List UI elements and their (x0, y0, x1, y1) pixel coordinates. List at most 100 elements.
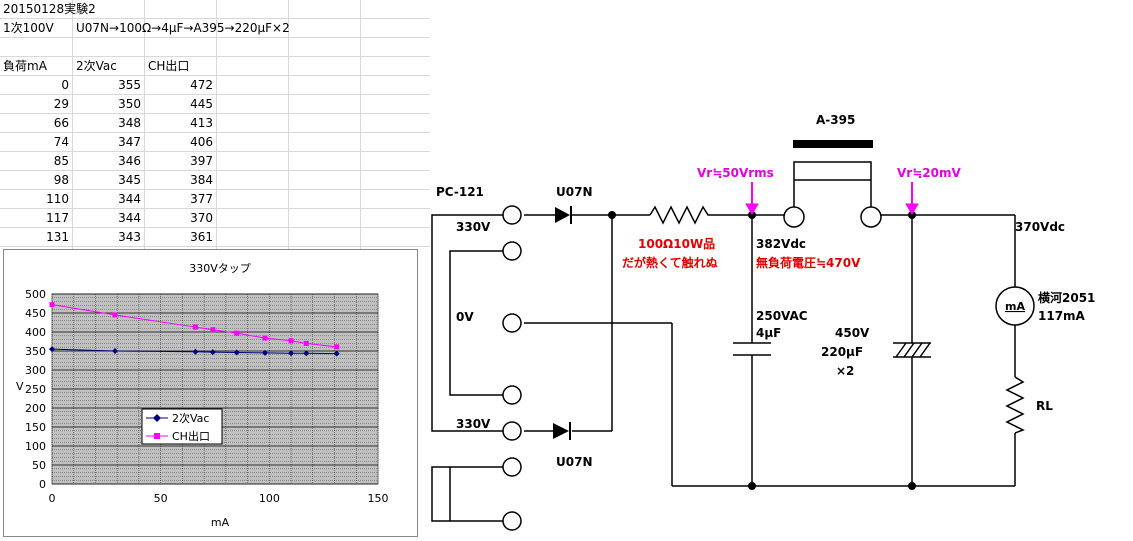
cell-r1-c0[interactable]: 29 (53, 97, 69, 111)
cell-r0-c1[interactable]: 355 (118, 78, 141, 92)
legend-entry-ch-output: CH出口 (172, 429, 210, 443)
y-tick-label: 300 (25, 364, 46, 377)
terminal-4[interactable] (502, 385, 522, 405)
meter-model: 横河2051 (1038, 290, 1095, 305)
series-0-point-7 (303, 350, 310, 357)
choke-terminal-out[interactable] (860, 206, 882, 228)
cell-r8-c1[interactable]: 343 (118, 230, 141, 244)
spreadsheet: 20150128実験2 1次100V U07N→100Ω→4μF→A395→22… (0, 0, 430, 541)
x-tick-label: 150 (368, 492, 389, 505)
terminal-primary-1[interactable] (502, 457, 522, 477)
cell-r6-c2[interactable]: 377 (190, 192, 213, 206)
cell-r8-c2[interactable]: 361 (190, 230, 213, 244)
y-tick-label: 0 (39, 478, 46, 491)
series-0-point-3 (209, 349, 216, 356)
cell-r2-c0[interactable]: 66 (53, 116, 69, 130)
y-axis-label: V (16, 380, 24, 393)
header-ch-output[interactable]: CH出口 (148, 59, 190, 73)
cell-r5-c2[interactable]: 384 (190, 173, 213, 187)
cell-r5-c0[interactable]: 98 (53, 173, 69, 187)
cell-r7-c0[interactable]: 117 (46, 211, 69, 225)
header-load-ma[interactable]: 負荷mA (3, 59, 47, 73)
series-1-point-3 (210, 327, 216, 333)
junction-dots (608, 211, 916, 490)
tap-330v-bottom-label: 330V (456, 417, 491, 431)
sheet-gridlines (0, 0, 430, 249)
header-secondary-vac[interactable]: 2次Vac (76, 59, 117, 73)
sheet-primary-voltage[interactable]: 1次100V (3, 21, 54, 35)
no-load-voltage: 無負荷電圧≒470V (756, 255, 861, 270)
resistor-100-ohm (649, 205, 712, 225)
y-tick-label: 150 (25, 421, 46, 434)
cell-r8-c0[interactable]: 131 (46, 230, 69, 244)
cell-r6-c1[interactable]: 344 (118, 192, 141, 206)
cell-r2-c2[interactable]: 413 (190, 116, 213, 130)
legend-marker-diamond (153, 414, 161, 422)
sheet-circuit-description[interactable]: U07N→100Ω→4μF→A395→220μF×2 (76, 21, 290, 35)
resistor-note-1: 100Ω10W品 (638, 237, 715, 251)
transformer-label: PC-121 (436, 185, 484, 199)
terminal-primary-2[interactable] (502, 511, 522, 531)
tap-0v-label: 0V (456, 310, 474, 324)
series-0-point-0 (49, 346, 55, 353)
cell-r3-c0[interactable]: 74 (53, 135, 69, 149)
series-1-point-8 (334, 344, 340, 350)
milliammeter-symbol: mA (1005, 300, 1025, 313)
cell-r2-c1[interactable]: 348 (118, 116, 141, 130)
diode-bottom-label: U07N (556, 455, 593, 469)
legend-entry-secondary: 2次Vac (172, 411, 209, 425)
cell-r5-c1[interactable]: 345 (118, 173, 141, 187)
series-1-point-6 (288, 338, 294, 344)
x-tick-label: 50 (154, 492, 168, 505)
probe-arrows (745, 182, 919, 215)
sheet-title[interactable]: 20150128実験2 (3, 2, 96, 16)
terminal-2[interactable] (502, 241, 522, 261)
y-tick-label: 450 (25, 307, 46, 320)
y-tick-label: 250 (25, 383, 46, 396)
cell-r7-c2[interactable]: 370 (190, 211, 213, 225)
choke-label: A-395 (816, 113, 855, 127)
series-1-point-7 (303, 340, 309, 346)
choke-terminal-in[interactable] (783, 206, 805, 228)
cell-r0-c2[interactable]: 472 (190, 78, 213, 92)
diode-top-label: U07N (556, 185, 593, 199)
y-tick-label: 50 (32, 459, 46, 472)
series-0-point-1 (112, 348, 119, 354)
diode-top (555, 206, 572, 224)
voltage-370: 370Vdc (1015, 220, 1065, 234)
cell-r6-c0[interactable]: 110 (46, 192, 69, 206)
series-1-point-4 (234, 330, 240, 336)
cell-r0-c0[interactable]: 0 (61, 78, 69, 92)
milliammeter (995, 286, 1035, 326)
series-0-point-5 (261, 349, 268, 356)
series-1-point-0 (49, 302, 55, 308)
terminal-330v-bottom[interactable] (502, 421, 522, 441)
transformer-primary-winding (431, 466, 512, 522)
cap1-voltage: 250VAC (756, 309, 808, 323)
chart-legend[interactable]: 2次Vac CH出口 (141, 408, 223, 445)
chart-title: 330Vタップ (189, 262, 251, 275)
meter-reading: 117mA (1038, 309, 1086, 323)
cell-r1-c2[interactable]: 445 (190, 97, 213, 111)
chart-series (49, 302, 340, 357)
choke-core (793, 140, 873, 148)
cell-r3-c1[interactable]: 347 (118, 135, 141, 149)
choke-winding (793, 161, 872, 208)
x-tick-label: 100 (259, 492, 280, 505)
cell-r4-c1[interactable]: 346 (118, 154, 141, 168)
series-0-point-8 (333, 350, 340, 357)
ripple-voltage-1: Vr≒50Vrms (697, 166, 774, 180)
voltage-382: 382Vdc (756, 237, 806, 251)
terminal-0v[interactable] (502, 313, 522, 333)
capacitor-220uf (893, 342, 931, 358)
cap2-count: ×2 (836, 364, 854, 378)
cell-r3-c2[interactable]: 406 (190, 135, 213, 149)
cell-r4-c0[interactable]: 85 (53, 154, 69, 168)
terminal-330v-top[interactable] (502, 205, 522, 225)
y-tick-label: 500 (25, 288, 46, 301)
cell-r7-c1[interactable]: 344 (118, 211, 141, 225)
x-axis-label: mA (211, 516, 230, 529)
cell-r1-c1[interactable]: 350 (118, 97, 141, 111)
cell-r4-c2[interactable]: 397 (190, 154, 213, 168)
